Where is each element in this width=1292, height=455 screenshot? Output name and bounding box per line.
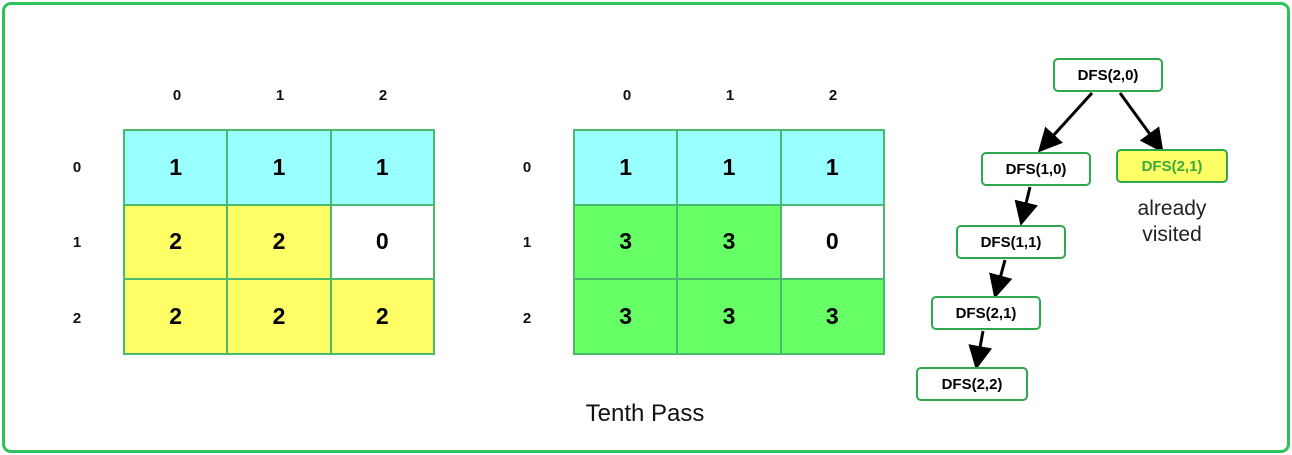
grid-before-cell-2-0: 2 xyxy=(124,279,228,354)
grid-before-cell-0-0: 1 xyxy=(124,130,228,205)
grid-before-cell-1-0: 2 xyxy=(124,204,228,280)
grid-after-cell-0-1: 1 xyxy=(677,130,781,205)
edge-root-to-dfs-1-0 xyxy=(1037,91,1094,153)
dfs-node-chain-3: DFS(2,2) xyxy=(916,367,1028,401)
grid-before-cell-2-1: 2 xyxy=(227,279,331,354)
grid-after-row-label-1: 1 xyxy=(522,234,532,251)
grid-after-cell-0-0: 1 xyxy=(574,130,678,205)
grid-after-row-label-2: 2 xyxy=(522,310,532,327)
grid-after-row-label-0: 0 xyxy=(522,159,532,176)
grid-after-cell-1-0: 3 xyxy=(574,204,678,280)
dfs-node-chain-1: DFS(1,1) xyxy=(956,225,1066,259)
grid-after-cell-0-2: 1 xyxy=(780,130,884,205)
visited-note-line-2: visited xyxy=(1142,223,1202,246)
grid-before-cell-2-2: 2 xyxy=(330,279,434,354)
grid-after-col-label-0: 0 xyxy=(622,87,632,104)
edge-root-to-visited xyxy=(1118,92,1164,153)
grid-before-row-label-0: 0 xyxy=(72,159,82,176)
edge-dfs-2-1-to-dfs-2-2 xyxy=(968,330,993,370)
visited-note: already visited xyxy=(1102,196,1242,248)
grid-before-row-label-2: 2 xyxy=(72,310,82,327)
grid-before-cell-0-2: 1 xyxy=(330,130,434,205)
edge-dfs-1-0-to-dfs-1-1 xyxy=(1014,186,1038,226)
dfs-node-chain-0: DFS(1,0) xyxy=(981,152,1091,186)
visited-note-line-1: already xyxy=(1137,197,1207,220)
caption: Tenth Pass xyxy=(585,400,705,427)
grid-after-col-label-2: 2 xyxy=(828,87,838,104)
grid-before-cell-0-1: 1 xyxy=(227,130,331,205)
grid-before-col-label-0: 0 xyxy=(172,87,182,104)
grid-after-cell-1-1: 3 xyxy=(677,204,781,280)
dfs-node-visited: DFS(2,1) xyxy=(1116,149,1228,183)
grid-after-cell-1-2: 0 xyxy=(780,204,884,280)
grid-before-cell-1-1: 2 xyxy=(227,204,331,280)
grid-before-cell-1-2: 0 xyxy=(330,204,434,280)
grid-before-row-label-1: 1 xyxy=(72,234,82,251)
grid-before-col-label-1: 1 xyxy=(275,87,285,104)
grid-after-cell-2-1: 3 xyxy=(677,279,781,354)
edge-dfs-1-1-to-dfs-2-1 xyxy=(989,259,1013,299)
grid-after-cell-2-2: 3 xyxy=(780,279,884,354)
grid-after-col-label-1: 1 xyxy=(725,87,735,104)
dfs-node-chain-2: DFS(2,1) xyxy=(931,296,1041,330)
grid-before-col-label-2: 2 xyxy=(378,87,388,104)
dfs-node-root: DFS(2,0) xyxy=(1053,58,1163,92)
grid-after-cell-2-0: 3 xyxy=(574,279,678,354)
